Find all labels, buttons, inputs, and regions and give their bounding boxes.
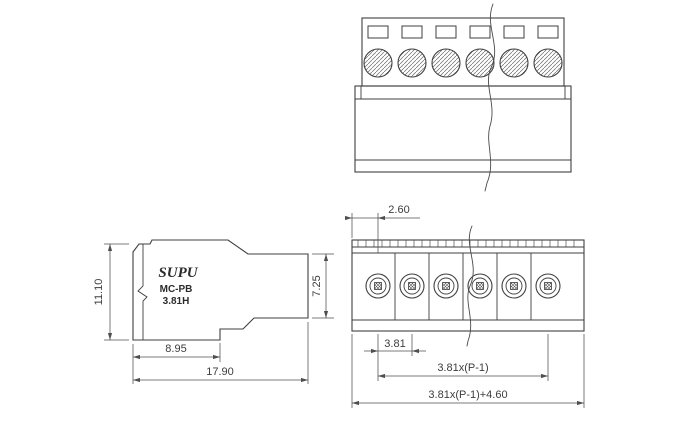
dim-total-height: 11.10 <box>93 243 129 341</box>
dim-pitch-span-text: 3.81x(P-1) <box>437 362 488 374</box>
terminal-screw-inner <box>437 277 455 295</box>
front-terminal-screws <box>363 25 563 78</box>
terminal-screw-inner <box>539 277 557 295</box>
terminal-screw-inner <box>369 277 387 295</box>
screw-drive-slot <box>544 282 552 290</box>
clamp-screw-head <box>533 48 563 78</box>
top-view: 2.60 3.81 3.81x(P-1) 3.81x(P-1)+4.60 <box>345 204 585 408</box>
dim-plug-height-text: 7.25 <box>311 275 323 296</box>
clamp-screw-head <box>431 48 461 78</box>
side-view: SUPU MC-PB 3.81H 11.10 7.25 <box>93 239 334 384</box>
terminal-screw-inner <box>505 277 523 295</box>
dim-end-offset: 2.60 <box>345 204 420 253</box>
terminal-screw-inner <box>403 277 421 295</box>
brand-logo-text: SUPU <box>158 265 198 281</box>
front-break-line <box>484 3 496 192</box>
wire-entry-slot <box>435 25 457 39</box>
screw-drive-slot <box>374 282 382 290</box>
pitch-code-text: 3.81H <box>163 296 190 307</box>
dim-body-depth: 8.95 <box>132 343 221 384</box>
top-cell-dividers <box>394 253 532 320</box>
top-serration-ticks <box>357 240 575 247</box>
screw-drive-slot <box>408 282 416 290</box>
terminal-screw-inner <box>471 277 489 295</box>
dim-total-height-text: 11.10 <box>93 279 105 306</box>
dim-body-depth-text: 8.95 <box>165 343 186 355</box>
top-break-line <box>466 225 474 347</box>
wire-entry-slot <box>401 25 423 39</box>
dim-total-depth: 17.90 <box>133 322 309 384</box>
model-text: MC-PB <box>160 284 193 295</box>
clamp-screw-head <box>363 48 393 78</box>
dim-total-width-text: 3.81x(P-1)+4.60 <box>428 389 507 401</box>
side-profile-outline <box>132 239 309 341</box>
screw-drive-slot <box>510 282 518 290</box>
screw-drive-slot <box>476 282 484 290</box>
dim-end-offset-text: 2.60 <box>388 204 409 216</box>
dim-total-depth-text: 17.90 <box>206 366 234 378</box>
dim-pitch-text: 3.81 <box>384 338 405 350</box>
front-housing-outline <box>361 17 565 87</box>
screw-drive-slot <box>442 282 450 290</box>
clamp-screw-head <box>465 48 495 78</box>
dim-plug-height: 7.25 <box>311 253 334 319</box>
wire-entry-slot <box>503 25 525 39</box>
clamp-screw-head <box>499 48 529 78</box>
front-view <box>354 3 572 192</box>
clamp-screw-head <box>397 48 427 78</box>
top-terminal-screws <box>365 273 561 299</box>
top-body-outline <box>351 239 585 332</box>
side-inner-edge <box>137 244 148 340</box>
wire-entry-slot <box>367 25 389 39</box>
dim-pitch-span: 3.81x(P-1) <box>378 334 549 381</box>
wire-entry-slot <box>469 25 491 39</box>
dim-pitch: 3.81 <box>364 334 426 381</box>
wire-entry-slot <box>537 25 559 39</box>
dim-total-width: 3.81x(P-1)+4.60 <box>351 334 585 408</box>
